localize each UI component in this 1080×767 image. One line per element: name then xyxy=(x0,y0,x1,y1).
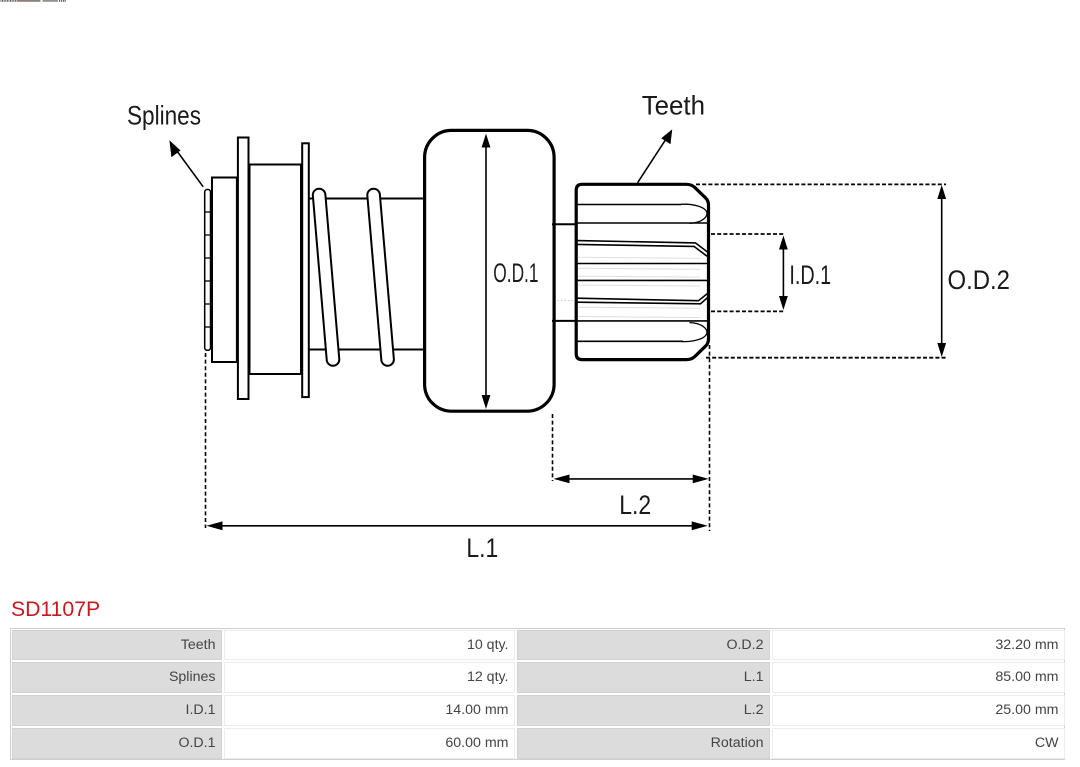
svg-text:L.2: L.2 xyxy=(619,490,651,520)
svg-text:I.D.1: I.D.1 xyxy=(789,260,831,290)
svg-text:Teeth: Teeth xyxy=(642,91,705,121)
svg-text:O.D.2: O.D.2 xyxy=(948,265,1011,295)
svg-text:L.1: L.1 xyxy=(466,533,498,563)
svg-text:Splines: Splines xyxy=(127,101,201,131)
svg-text:O.D.1: O.D.1 xyxy=(493,258,538,288)
